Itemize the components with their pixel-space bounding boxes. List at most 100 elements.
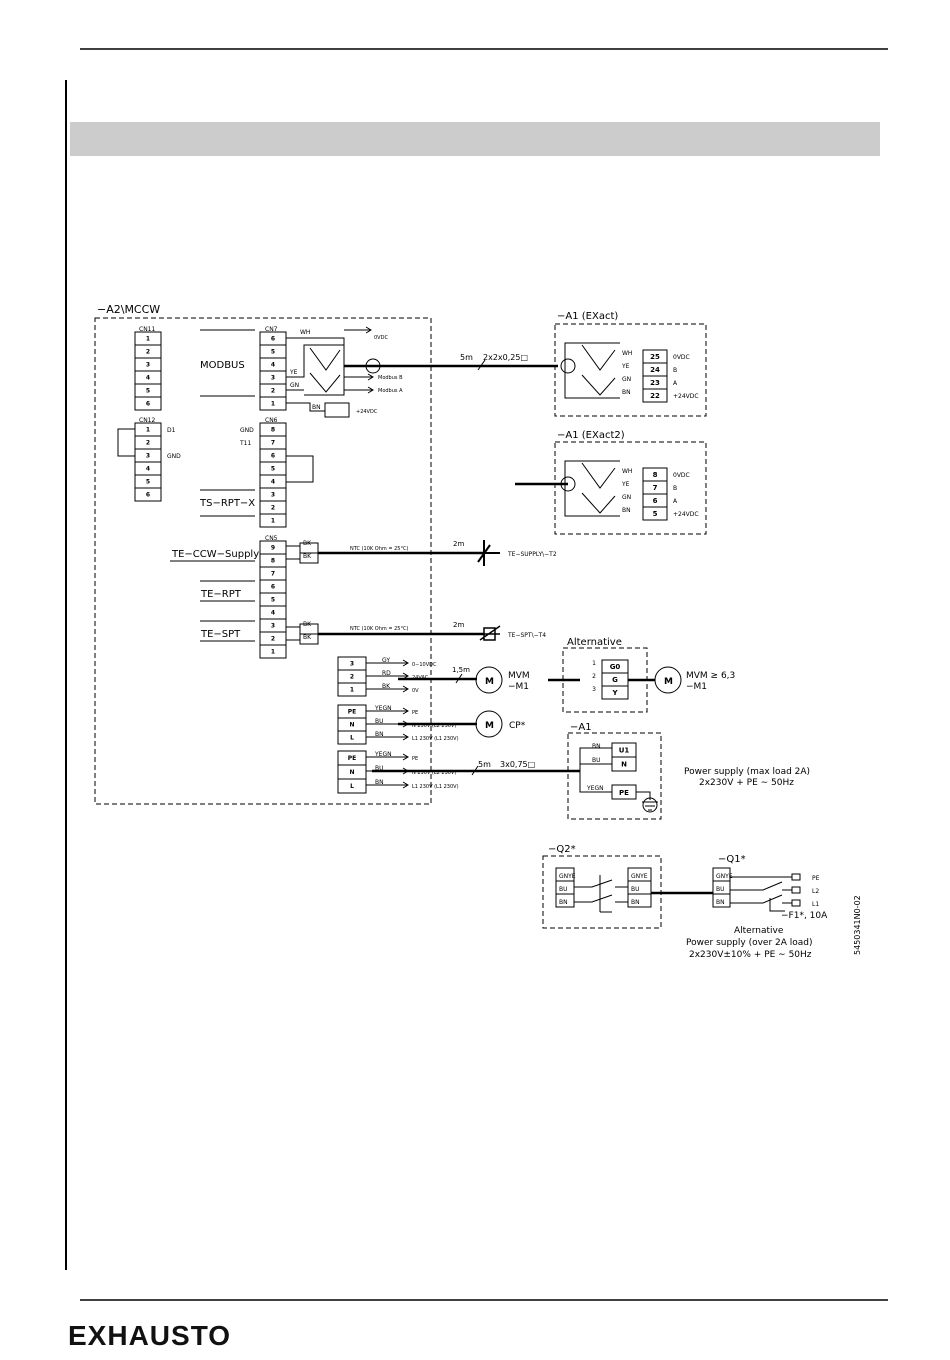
cn7-modbus-b-label: Modbus B (378, 375, 403, 381)
exact2-pin-number: 5 (653, 510, 658, 518)
cn6-jumper (286, 455, 314, 483)
cn6-t11-label: T11 (239, 440, 251, 447)
motor-wire-label: GY (382, 657, 390, 664)
exact2-signal-label: A (673, 498, 678, 505)
supply-wire-label: BU (375, 765, 384, 772)
motor-pin-number: 1 (350, 687, 354, 694)
cn6-pin-number: 1 (271, 518, 275, 525)
supply-caption-1: Power supply (max load 2A) (684, 767, 810, 777)
exact-cable-shield (560, 358, 576, 374)
motor-symbol-letter: M (485, 677, 494, 687)
cn7-wh-wire (286, 337, 345, 368)
supply-wire-label: YEGN (374, 751, 392, 758)
supply-signal-label: N 230V (L2 230V) (412, 770, 456, 776)
cn6-pin-cell (259, 513, 287, 528)
cn5-pin-number: 2 (271, 636, 275, 643)
cn6-gnd-label: GND (240, 427, 254, 434)
motor-wire-label: RD (382, 670, 391, 677)
exhausto-logo: EXHAUSTO (68, 1320, 232, 1351)
supply-pin-cell (337, 778, 367, 794)
cn11-pin-number: 2 (146, 349, 150, 356)
motor-wire-label: BK (382, 683, 391, 690)
exact-pin-number: 23 (650, 379, 660, 387)
motor-signal-label: 0−10VDC (412, 662, 437, 668)
q1-title: −Q1* (718, 854, 746, 865)
exact-title: −A1 (EXact) (557, 311, 618, 322)
alternative-motor-name: MVM ≥ 6,3 (686, 671, 735, 681)
cn5-pin-number: 1 (271, 649, 275, 656)
cn6-pin-number: 4 (271, 479, 275, 486)
motor-pin-number: 3 (350, 661, 354, 668)
supply-cable-length: 5m (478, 760, 491, 769)
exact-signal-label: A (673, 380, 678, 387)
exact2-wire-label: BN (622, 507, 631, 514)
cn7-twist (309, 347, 341, 393)
cn7-pin-number: 1 (271, 401, 275, 408)
cn11-label: CN11 (139, 326, 155, 333)
q2-right-wire-label: BN (631, 899, 640, 906)
cn7-ye-label: YE (289, 369, 298, 376)
cn12-label: CN12 (139, 417, 155, 424)
alternative-motor-pin-number: Y (611, 689, 618, 697)
exact-wire-label: WH (622, 350, 632, 357)
exact-signal-label: +24VDC (673, 393, 699, 400)
cn12-pin-number: 4 (146, 466, 150, 473)
q1-wire-label: BU (716, 886, 725, 893)
supply-signal-label: L1 230V (L1 230V) (412, 784, 459, 790)
q1-line-l1: L1 (812, 901, 819, 908)
ground-icon-ring (642, 797, 658, 813)
q1-line-l2: L2 (812, 888, 819, 895)
fuse-label: −F1*, 10A (781, 911, 828, 921)
a1-supply-wire-label: BN (592, 743, 601, 750)
cn6-pin-number: 8 (271, 427, 275, 434)
alternative-motor-pin-number: 2 (592, 673, 596, 680)
exact2-title: −A1 (EXact2) (557, 430, 625, 441)
controller-box (94, 317, 432, 805)
exact2-signal-label: 0VDC (673, 472, 690, 479)
section-header-band (70, 122, 880, 156)
motor-cable-length: 1,5m (452, 666, 470, 674)
q1-fuse-bracket (769, 898, 785, 912)
a1-supply-pin-number: N (621, 761, 627, 769)
exact-wire-label: YE (621, 363, 630, 370)
motor-signal-label: 0V (412, 688, 419, 694)
t4-sensor-icon (479, 625, 501, 641)
alt-supply-caption-2: Power supply (over 2A load) (686, 938, 813, 948)
pump-signal-label: PE (412, 710, 418, 716)
exact-signal-label: 0VDC (673, 354, 690, 361)
cn7-modbus-a-arrow (344, 386, 374, 394)
exact2-pin-number: 8 (653, 471, 658, 479)
t4-ntc-label: NTC (10K Ohm = 25°C) (350, 626, 408, 632)
alt-supply-caption-3: 2x230V±10% + PE ∼ 50Hz (689, 950, 812, 960)
exact-signal-label: B (673, 367, 677, 374)
alternative-motor-pin-number: G0 (610, 663, 621, 671)
t2-bk-upper-label: BK (303, 540, 312, 547)
cn7-bn-label: BN (312, 404, 321, 411)
motor-name: MVM (508, 671, 530, 681)
q2-switch (574, 875, 628, 913)
cn5-pin-number: 4 (271, 610, 275, 617)
alternative-motor-pin-number: G (612, 676, 618, 684)
q2-right-wire-label: BU (631, 886, 640, 893)
cn7-label: CN7 (265, 326, 278, 333)
cn7-pin-number: 4 (271, 362, 275, 369)
motor-ref: −M1 (508, 682, 529, 692)
t4-sensor-label: TE−SPT\−T4 (507, 632, 546, 639)
t2-sensor-label: TE−SUPPLY\−T2 (507, 551, 557, 558)
exact2-box (554, 441, 707, 535)
te-spt-label: TE−SPT (200, 629, 241, 640)
cn12-pin-number: 5 (146, 479, 150, 486)
exact-wire-label: GN (622, 376, 631, 383)
q2-left-wire-label: GNYE (559, 873, 576, 880)
cn7-ye-wire (286, 344, 345, 396)
